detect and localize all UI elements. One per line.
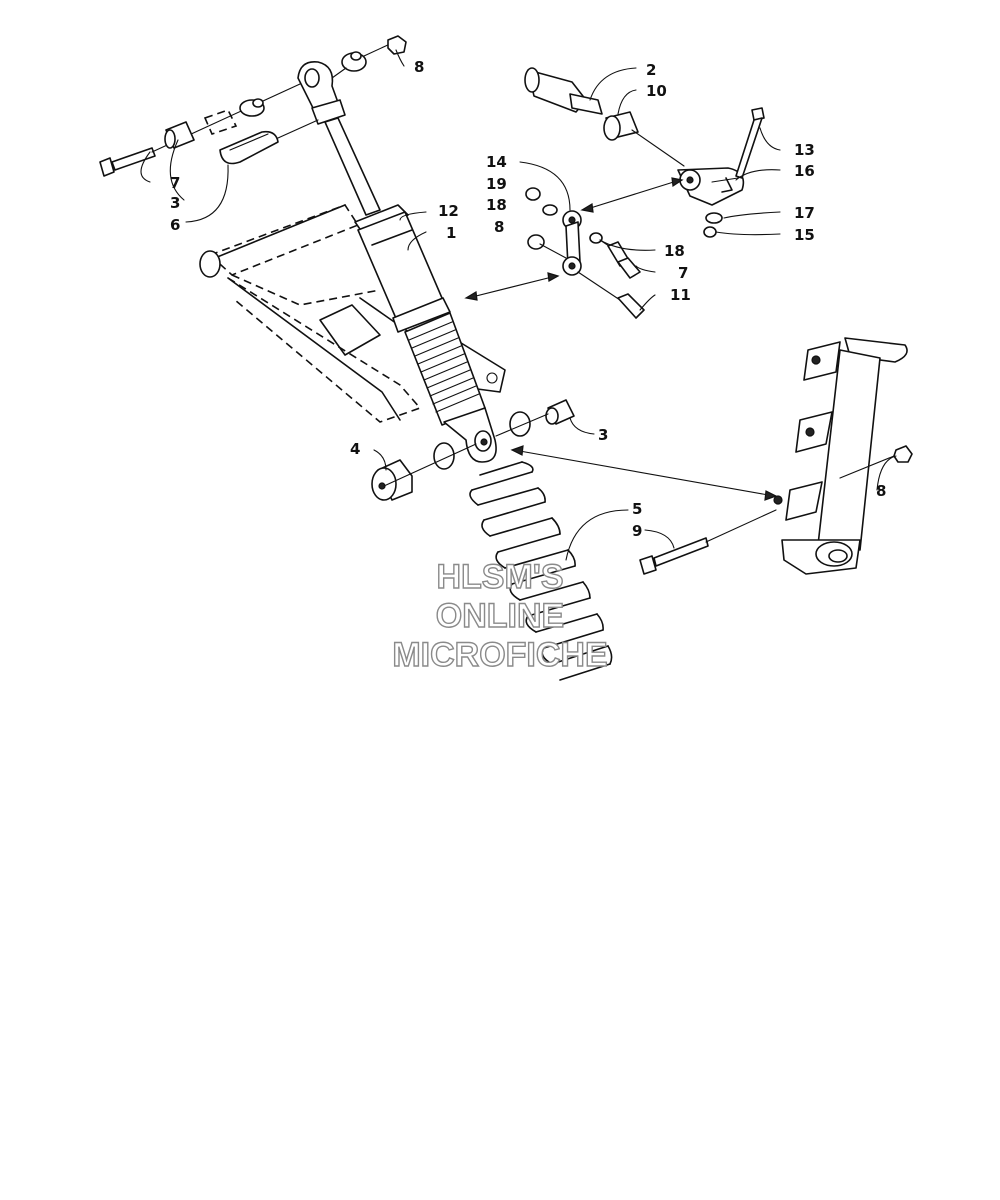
washer-right-upper: [341, 51, 367, 72]
callout-11: 11: [670, 286, 691, 304]
callout-4: 4: [350, 440, 360, 458]
callout-7a: 7: [170, 174, 180, 192]
connection-arrows: [464, 177, 778, 501]
nut-8-spindle: [893, 445, 913, 463]
callout-19: 19: [486, 175, 507, 193]
callout-18a: 18: [486, 196, 507, 214]
sway-arm-16: [677, 167, 745, 206]
callout-13: 13: [794, 141, 815, 159]
bushing-3-upper: [164, 121, 195, 149]
callout-5: 5: [632, 500, 642, 518]
callout-12: 12: [438, 202, 459, 220]
upper-bolt-7: [99, 147, 156, 177]
callout-labels: 12 1 2 10 13 16 17 15 14 19 18 8 18 7 11…: [170, 58, 886, 540]
callout-1: 1: [446, 224, 456, 242]
a-arm: [199, 204, 506, 423]
threads: [408, 321, 480, 413]
washer-lower-left: [433, 442, 455, 470]
callout-3a: 3: [170, 194, 180, 212]
callout-15: 15: [794, 226, 815, 244]
leader-lines: [140, 49, 897, 561]
nut-15: [703, 226, 717, 238]
callout-2: 2: [646, 61, 656, 79]
nut-8-upper: [387, 35, 407, 55]
bushing-3-lower: [545, 399, 575, 425]
callout-17: 17: [794, 204, 815, 222]
callout-18b: 18: [664, 242, 685, 260]
watermark-line-2: ONLINE: [436, 597, 564, 635]
callout-14: 14: [486, 153, 507, 171]
washer-17: [705, 212, 723, 224]
callout-3b: 3: [598, 426, 608, 444]
watermark: HLSM'S ONLINE MICROFICHE: [392, 557, 609, 674]
washer-lower-right: [509, 411, 531, 437]
bolt-9: [639, 537, 709, 575]
callout-8b: 8: [414, 58, 424, 76]
shock-absorber: [297, 61, 497, 463]
bushing-dashed: [203, 109, 238, 135]
callout-7b: 7: [678, 264, 688, 282]
sway-bar-end: [524, 67, 603, 115]
coil-spring: [469, 461, 613, 681]
bumper-6: [219, 130, 279, 165]
callout-9: 9: [632, 522, 642, 540]
callout-16: 16: [794, 162, 815, 180]
bushing-10: [603, 111, 639, 141]
callout-6: 6: [170, 216, 180, 234]
watermark-line-3: MICROFICHE: [392, 636, 607, 674]
bolt-13: [735, 107, 765, 179]
watermark-line-1: HLSM'S: [436, 558, 563, 596]
callout-8c: 8: [876, 482, 886, 500]
callout-10: 10: [646, 82, 667, 100]
callout-8a: 8: [494, 218, 504, 236]
sway-bar-link: [525, 187, 645, 319]
bushing-4: [371, 459, 413, 501]
spindle: [773, 337, 908, 575]
